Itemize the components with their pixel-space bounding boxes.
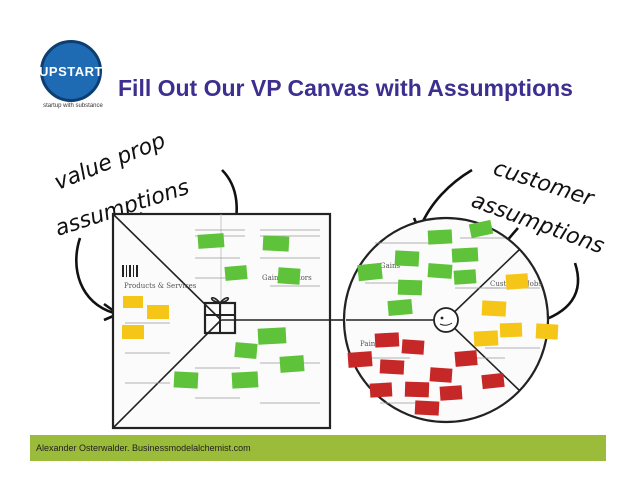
red-sticky-notes <box>347 332 505 416</box>
vp-canvas-illustration: value prop assumptions customer assumpti… <box>51 128 607 430</box>
barcode-icon <box>122 265 138 277</box>
value-map-square <box>111 212 332 430</box>
label-products-services: Products & Services <box>124 282 197 290</box>
logo-text: UPSTART <box>39 63 103 79</box>
yellow-sticky-notes <box>122 273 559 347</box>
arrow-to-products <box>75 237 115 315</box>
label-pains: Pains <box>360 340 379 348</box>
slide-title: Fill Out Our VP Canvas with Assumptions <box>118 75 573 101</box>
logo-tagline: startup with substance <box>43 103 103 109</box>
gift-icon <box>203 297 237 335</box>
green-sticky-notes <box>173 219 494 389</box>
label-gains: Gains <box>380 262 401 270</box>
upstart-logo: UPSTART <box>39 40 103 102</box>
footer-credit: Alexander Osterwalder. Businessmodelalch… <box>36 443 251 453</box>
footer-bar: Alexander Osterwalder. Businessmodelalch… <box>30 435 606 461</box>
